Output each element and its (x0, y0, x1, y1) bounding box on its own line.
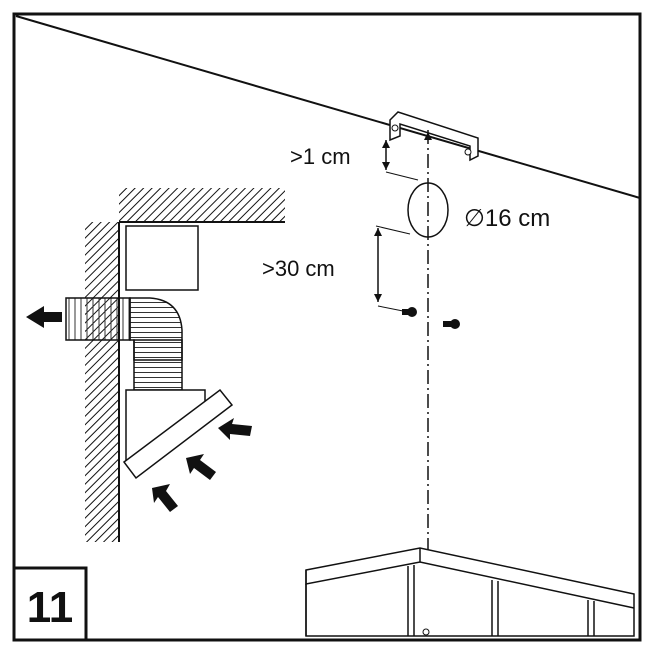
wall-duct (65, 297, 131, 341)
vertical-duct (133, 339, 183, 391)
duct-diameter-label: ∅16 cm (464, 205, 550, 232)
ceiling-bracket (389, 111, 479, 162)
intake-arrow-3 (152, 484, 178, 512)
step-number-box (12, 566, 88, 642)
hood-panel (122, 388, 234, 480)
ceiling-line (15, 15, 641, 199)
wall-hatch (85, 222, 119, 542)
min-clearance-top-label: >1 cm (290, 144, 351, 169)
screw-right-icon (443, 319, 460, 329)
ceiling-hatch (119, 188, 285, 222)
screw-left-icon (402, 307, 417, 317)
chimney-box (125, 225, 199, 291)
min-clearance-bracket-label: >30 cm (262, 256, 335, 281)
intake-arrow-1 (218, 418, 252, 440)
step-number: 11 (27, 583, 74, 632)
hood-top (305, 547, 635, 637)
intake-arrow-2 (186, 454, 216, 480)
wall-inset (26, 188, 285, 542)
exhaust-arrow (26, 306, 62, 328)
